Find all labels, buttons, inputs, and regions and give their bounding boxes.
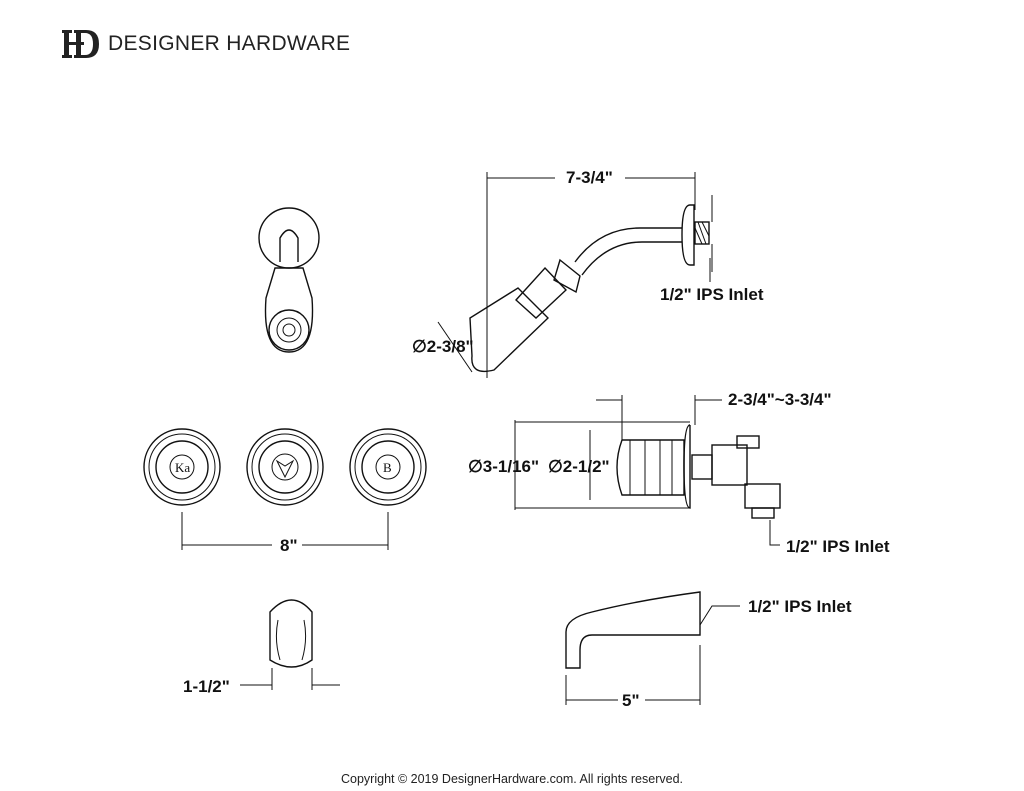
svg-text:Ka: Ka	[175, 460, 190, 475]
dim-shower-arm-length: 7-3/4"	[566, 168, 613, 187]
spout-side-view	[565, 591, 740, 705]
dim-handle-diameter: ∅2-1/2"	[548, 457, 610, 476]
dim-shower-inlet: 1/2" IPS Inlet	[660, 285, 764, 304]
dim-spout-inlet: 1/2" IPS Inlet	[748, 597, 852, 616]
brand-logo-icon	[62, 30, 99, 58]
shower-arm-side-view	[437, 172, 713, 378]
dim-valve-depth: 2-3/4"~3-3/4"	[728, 390, 832, 409]
dim-escutcheon-diameter: ∅3-1/16"	[468, 457, 539, 476]
copyright-footer: Copyright © 2019 DesignerHardware.com. A…	[341, 772, 683, 786]
dim-valve-inlet: 1/2" IPS Inlet	[786, 537, 890, 556]
shower-head-front-view	[258, 207, 320, 353]
handles-front-view: Ka B	[143, 428, 427, 550]
valve-side-view	[514, 395, 781, 546]
dim-handle-spacing: 8"	[280, 536, 298, 555]
dim-shower-head-diameter: ∅2-3/8"	[412, 337, 474, 356]
brand-name: DESIGNER HARDWARE	[108, 32, 351, 55]
svg-text:B: B	[383, 460, 392, 475]
dim-spout-width: 1-1/2"	[183, 677, 230, 696]
dim-spout-length: 5"	[622, 691, 640, 710]
spout-front-view	[240, 599, 340, 690]
brand-header: DESIGNER HARDWARE	[62, 28, 350, 60]
